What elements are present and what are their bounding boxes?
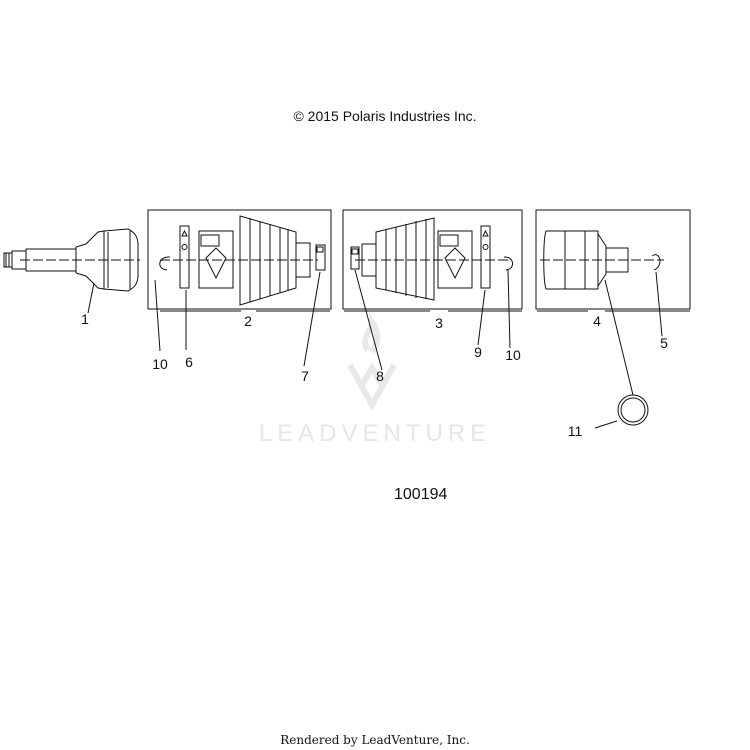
part-3-boot xyxy=(375,217,435,301)
part-5-circlip xyxy=(651,254,661,271)
callout-3[interactable]: 3 xyxy=(435,315,443,331)
copyright-text: © 2015 Polaris Industries Inc. xyxy=(293,108,477,124)
part-2-boot xyxy=(239,215,297,306)
callout-2[interactable]: 2 xyxy=(244,313,252,329)
leader-lines xyxy=(87,269,690,429)
part-10-circlip xyxy=(159,256,171,271)
part-4-inner-joint xyxy=(543,230,599,290)
callout-9[interactable]: 9 xyxy=(474,344,482,360)
callout-1[interactable]: 1 xyxy=(81,311,89,327)
part-8-clamp xyxy=(350,246,360,270)
drawing-number: 100194 xyxy=(394,486,448,503)
callout-5[interactable]: 5 xyxy=(660,335,668,351)
watermark-text: LEADVENTURE xyxy=(258,420,492,447)
part-7-clamp xyxy=(315,244,326,271)
kit-box-4 xyxy=(535,209,691,310)
kit-box-2 xyxy=(147,209,332,310)
part-9-clamp xyxy=(480,225,491,289)
footer-text: Rendered by LeadVenture, Inc. xyxy=(280,733,470,747)
part-10-circlip-2 xyxy=(503,256,513,271)
callout-10b[interactable]: 10 xyxy=(505,347,521,363)
callout-6[interactable]: 6 xyxy=(185,354,193,370)
part-1-shaft-assembly xyxy=(3,228,140,292)
part-6-clamp xyxy=(179,225,190,289)
callout-10a[interactable]: 10 xyxy=(152,356,168,372)
kit-box-3 xyxy=(342,209,523,310)
callout-11[interactable]: 11 xyxy=(567,423,583,439)
callout-7[interactable]: 7 xyxy=(301,368,309,384)
callout-4[interactable]: 4 xyxy=(593,313,601,329)
callout-8[interactable]: 8 xyxy=(376,368,384,384)
leadventure-logo-icon xyxy=(347,312,397,412)
